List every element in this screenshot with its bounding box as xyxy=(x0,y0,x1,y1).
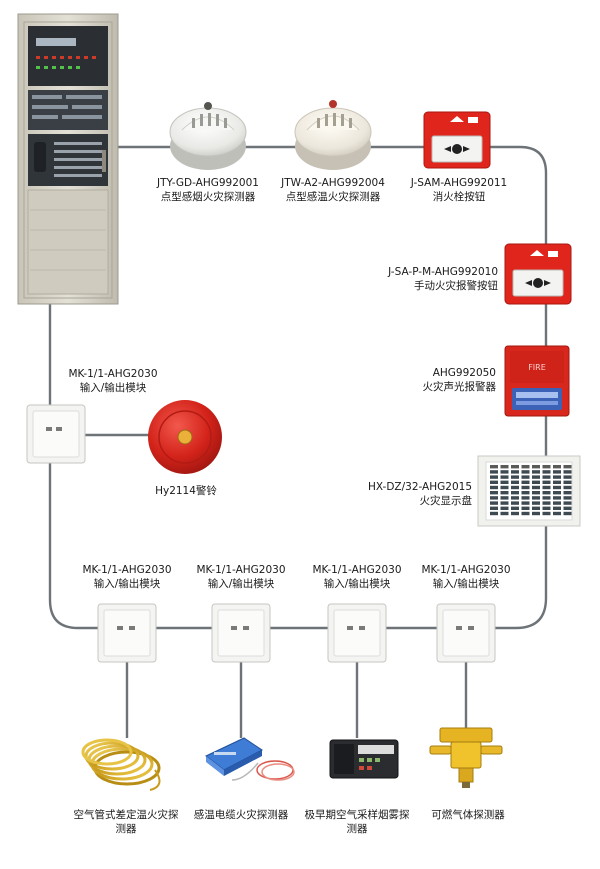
bottom-detector-name: 空气管式差定温火灾探测器 xyxy=(73,809,179,835)
io-module-icon xyxy=(436,603,496,663)
bottom-detector-name: 极早期空气采样烟雾探测器 xyxy=(304,809,410,835)
display-panel-label: HX-DZ/32-AHG2015 火灾显示盘 xyxy=(356,480,472,508)
bell-label: Hy2114警铃 xyxy=(146,484,226,498)
bottom-module-label-3: MK-1/1-AHG2030 输入/输出模块 xyxy=(301,563,413,591)
sound-light-alarm-label: AHG992050 火灾声光报警器 xyxy=(404,366,497,394)
manual-alarm-label: J-SA-P-M-AHG992010 手动火灾报警按钮 xyxy=(362,265,498,293)
gas-detector-icon xyxy=(429,727,503,788)
alarm-bell-icon xyxy=(148,400,222,474)
smoke-detector-name: 点型感烟火灾探测器 xyxy=(160,191,256,203)
bottom-detector-name: 可燃气体探测器 xyxy=(431,809,505,821)
hydrant-button-label: J-SAM-AHG992011 消火栓按钮 xyxy=(396,176,522,204)
left-module-label: MK-1/1-AHG2030 输入/输出模块 xyxy=(58,367,168,395)
bottom-module-label-1: MK-1/1-AHG2030 输入/输出模块 xyxy=(71,563,183,591)
strobe-alarm-icon: FIRE xyxy=(504,345,570,417)
hydrant-button-model: J-SAM-AHG992011 xyxy=(410,177,508,189)
bottom-module-model: MK-1/1-AHG2030 xyxy=(312,564,402,576)
bottom-detector-name: 感温电缆火灾探测器 xyxy=(193,809,289,821)
main-loop-wire xyxy=(48,145,548,630)
io-module-icon xyxy=(26,404,86,464)
fire-alarm-controller-icon xyxy=(17,13,119,305)
io-module-icon xyxy=(97,603,157,663)
wiring xyxy=(48,145,548,738)
heat-detector-name: 点型感温火灾探测器 xyxy=(285,191,381,203)
manual-alarm-icon xyxy=(504,243,572,305)
bottom-detector-label-4: 可燃气体探测器 xyxy=(420,808,516,822)
manual-alarm-name: 手动火灾报警按钮 xyxy=(414,280,498,292)
sound-light-alarm-model: AHG992050 xyxy=(432,367,496,379)
bottom-module-name: 输入/输出模块 xyxy=(432,578,500,590)
bottom-module-model: MK-1/1-AHG2030 xyxy=(196,564,286,576)
bottom-detector-label-1: 空气管式差定温火灾探测器 xyxy=(70,808,182,836)
bottom-module-row xyxy=(97,603,496,663)
display-panel-icon xyxy=(477,455,581,527)
bottom-module-model: MK-1/1-AHG2030 xyxy=(421,564,511,576)
smoke-detector-label: JTY-GD-AHG992001 点型感烟火灾探测器 xyxy=(141,176,275,204)
manual-alarm-model: J-SA-P-M-AHG992010 xyxy=(388,266,498,278)
heat-detector-icon xyxy=(294,100,372,170)
heat-detector-label: JTW-A2-AHG992004 点型感温火灾探测器 xyxy=(265,176,401,204)
bottom-module-name: 输入/输出模块 xyxy=(93,578,161,590)
hydrant-button-name: 消火栓按钮 xyxy=(432,191,486,203)
smoke-detector-model: JTY-GD-AHG992001 xyxy=(157,177,259,189)
heat-cable-icon xyxy=(205,737,295,781)
hydrant-button-icon xyxy=(423,111,491,169)
bottom-module-model: MK-1/1-AHG2030 xyxy=(82,564,172,576)
io-module-icon xyxy=(327,603,387,663)
io-module-icon xyxy=(211,603,271,663)
smoke-detector-icon xyxy=(169,102,247,170)
display-panel-name: 火灾显示盘 xyxy=(419,495,473,507)
display-panel-cells xyxy=(490,465,572,516)
bottom-module-label-2: MK-1/1-AHG2030 输入/输出模块 xyxy=(185,563,297,591)
bottom-detector-label-3: 极早期空气采样烟雾探测器 xyxy=(302,808,412,836)
bottom-module-label-4: MK-1/1-AHG2030 输入/输出模块 xyxy=(410,563,522,591)
left-module-name: 输入/输出模块 xyxy=(79,382,147,394)
heat-detector-model: JTW-A2-AHG992004 xyxy=(281,177,385,189)
sound-light-alarm-name: 火灾声光报警器 xyxy=(422,381,497,393)
bell-name: Hy2114警铃 xyxy=(155,485,217,497)
air-sampling-icon xyxy=(329,739,399,779)
display-panel-model: HX-DZ/32-AHG2015 xyxy=(367,481,472,493)
bottom-module-name: 输入/输出模块 xyxy=(207,578,275,590)
air-tube-coil-icon xyxy=(81,738,161,791)
bottom-module-name: 输入/输出模块 xyxy=(323,578,391,590)
bottom-detector-label-2: 感温电缆火灾探测器 xyxy=(186,808,296,822)
strobe-mark-text: FIRE xyxy=(528,363,546,372)
left-module-model: MK-1/1-AHG2030 xyxy=(68,368,158,380)
